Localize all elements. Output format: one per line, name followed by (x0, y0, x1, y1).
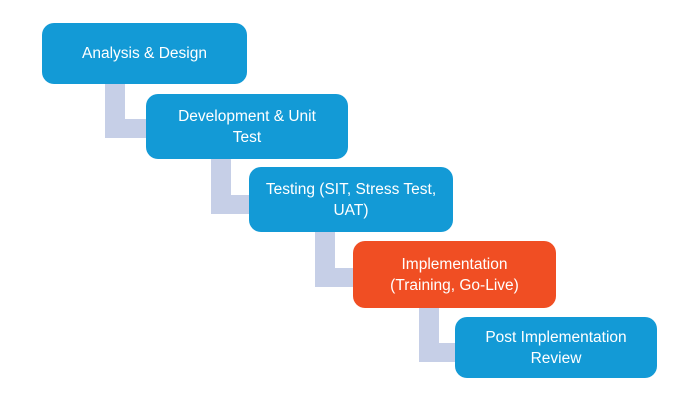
connector-3-horizontal (315, 268, 357, 287)
step-label-line: Testing (SIT, Stress Test, (265, 180, 437, 198)
step-box-analysis-design: Analysis & Design (42, 23, 247, 84)
connector-4-horizontal (419, 343, 459, 362)
step-label-line: Analysis & Design (82, 45, 207, 62)
step-label-line: Post Implementation (485, 328, 627, 346)
connector-2-horizontal (211, 195, 253, 214)
connector-1-horizontal (105, 119, 150, 138)
step-label-line: Test (232, 128, 262, 146)
step-label-line: Review (530, 349, 582, 367)
step-box-implementation: Implementation (Training, Go-Live) (353, 241, 556, 308)
step-label-line: (Training, Go-Live) (390, 276, 519, 294)
step-box-post-implementation-review: Post Implementation Review (455, 317, 657, 378)
step-box-development-unit-test: Development & Unit Test (146, 94, 348, 159)
step-label-line: Implementation (401, 255, 508, 273)
step-label-line: UAT) (333, 201, 369, 219)
step-box-testing: Testing (SIT, Stress Test, UAT) (249, 167, 453, 232)
step-label-line: Development & Unit (178, 107, 316, 125)
